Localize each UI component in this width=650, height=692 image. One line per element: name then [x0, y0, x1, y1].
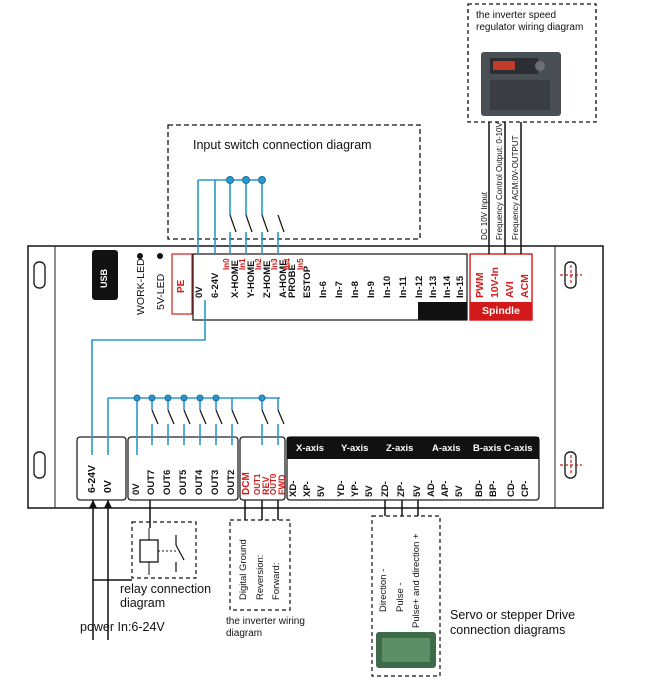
input-pin-in-6: In-6 — [318, 281, 329, 298]
input-pin-in-13: In-13 — [428, 275, 439, 298]
input-pin-in-10: In-10 — [382, 275, 393, 298]
power-in-title: power In:6-24V — [80, 620, 165, 634]
input-pin-in-12: In-12 — [414, 275, 425, 298]
axis-x-pin-5v: 5V — [316, 485, 327, 497]
output-pin-out5: OUT5 — [178, 469, 189, 495]
axis-b-pin-bp: BP- — [488, 480, 499, 497]
axis-a-pin-ap: AP- — [440, 480, 451, 497]
mount-hole-bottom-left — [33, 451, 46, 479]
inverter-photo-box — [467, 3, 597, 123]
black-wires — [92, 122, 522, 640]
axes-header-bar — [287, 437, 539, 459]
input-tag-in1: In1 — [238, 258, 247, 270]
spindle-note-freq-acm: Frequency ACM:0V-OUTPUT — [511, 135, 520, 240]
input-pin-in-9: In-9 — [366, 281, 377, 298]
usb-port — [92, 250, 118, 300]
output-pin-out4: OUT4 — [194, 469, 205, 495]
inverter-wiring-title: the inverter wiring diagram — [226, 616, 305, 639]
axis-c-pin-cd: CD- — [506, 480, 517, 497]
spindle-pin-10v-in: 10V-In — [489, 267, 501, 298]
axis-z-pin-5v: 5V — [412, 485, 423, 497]
pe-label: PE — [176, 279, 187, 293]
axis-y-pin-5v: 5V — [364, 485, 375, 497]
output-pin-out3: OUT3 — [210, 469, 221, 495]
input-pin-in-14: In-14 — [442, 275, 453, 298]
input-pin-in-15: In-15 — [455, 275, 466, 298]
power-pin-0v: 0V — [102, 480, 114, 493]
wire-arrows — [89, 500, 112, 508]
axis-z-pin-zp: ZP- — [396, 481, 407, 497]
relay-coil — [139, 539, 159, 563]
input-tag-in5: In5 — [296, 258, 305, 270]
axis-y-pin-yp: YP- — [350, 481, 361, 497]
axis-c-header: C-axis — [504, 443, 533, 454]
inverter-wiring-box — [229, 519, 291, 611]
usb-label: USB — [99, 268, 109, 288]
axis-z-header: Z-axis — [386, 443, 414, 454]
axis-a-pin-ad: AD- — [426, 480, 437, 497]
output-pin-out2: OUT2 — [226, 469, 237, 495]
axis-y-header: Y-axis — [341, 443, 369, 454]
spindle-note-freq-control: Frequency Control Output: 0-10V — [495, 122, 504, 240]
drive-note-pulse: Pulse - — [395, 582, 406, 612]
pe-terminal — [171, 253, 193, 315]
spindle-pin-pwm: PWM — [474, 272, 486, 298]
input-tag-in2: In2 — [254, 258, 263, 270]
power-pin-6-24v: 6-24V — [86, 464, 98, 493]
input-tag-in4: In4 — [283, 258, 292, 270]
servo-title: Servo or stepper Drive connection diagra… — [450, 608, 576, 637]
input-pin-0v: 0V — [194, 286, 205, 298]
input-pin-in-11: In-11 — [398, 276, 409, 298]
drive-note-pulse-direction: Pulse+ and direction + — [411, 533, 422, 628]
axis-y-pin-yd: YD- — [336, 480, 347, 497]
spindle-note-dc-10v: DC 10V Input — [480, 191, 489, 240]
output-terminal-block — [127, 436, 239, 501]
relay-title: relay connection diagram — [120, 582, 212, 610]
inverter-note-reversion: Reversion: — [255, 554, 266, 600]
spindle-pin-acm: ACM — [519, 274, 531, 298]
input-switches — [151, 214, 285, 425]
wire-junctions — [133, 176, 266, 402]
inverter-pin-fwd: FWD — [277, 474, 287, 496]
inverter-note-forward: Forward: — [271, 562, 282, 600]
inverter-pin-dcm: DCM — [241, 472, 252, 495]
work-led-dot — [137, 253, 143, 259]
axis-x-pin-xd: XD- — [288, 480, 299, 497]
output-pin-out7: OUT7 — [146, 469, 157, 495]
input-switch-title: Input switch connection diagram — [193, 138, 372, 152]
5v-led-dot — [157, 253, 163, 259]
input-pin-6-24v: 6-24V — [210, 272, 221, 298]
axis-z-pin-zd: ZD- — [380, 481, 391, 497]
output-pin-0v: 0V — [131, 483, 142, 495]
input-pin-estop: ESTOP — [302, 265, 313, 298]
axis-x-header: X-axis — [296, 443, 324, 454]
axis-a-pin-5v: 5V — [454, 485, 465, 497]
input-switch-box — [167, 124, 421, 240]
work-led-label: WORK-LED — [135, 258, 147, 315]
servo-drive-box — [371, 515, 441, 677]
input-pin-in-7: In-7 — [334, 281, 345, 298]
spindle-label-bar — [470, 302, 532, 320]
drive-note-direction: Direction - — [378, 568, 389, 612]
inverter-speed-title: the inverter speed regulator wiring diag… — [476, 10, 584, 33]
axis-a-header: A-axis — [432, 443, 461, 454]
input-terminal-dark-end — [418, 302, 467, 320]
axis-b-header: B-axis — [473, 443, 502, 454]
output-pin-out6: OUT6 — [162, 469, 173, 495]
spindle-pin-avi: AVI — [504, 281, 516, 298]
spindle-label: Spindle — [482, 305, 520, 317]
axis-b-pin-bd: BD- — [474, 480, 485, 497]
axis-c-pin-cp: CP- — [520, 480, 531, 497]
relay-box — [131, 521, 197, 579]
5v-led-label: 5V-LED — [155, 273, 167, 310]
mount-hole-top-left — [33, 261, 46, 289]
input-tag-in0: In0 — [222, 258, 231, 270]
power-terminal-block — [76, 436, 127, 501]
axis-x-pin-xp: XP- — [302, 481, 313, 497]
input-tag-in3: In3 — [270, 258, 279, 270]
inverter-note-digital-ground: Digital Ground — [238, 539, 249, 600]
input-pin-in-8: In-8 — [350, 281, 361, 298]
